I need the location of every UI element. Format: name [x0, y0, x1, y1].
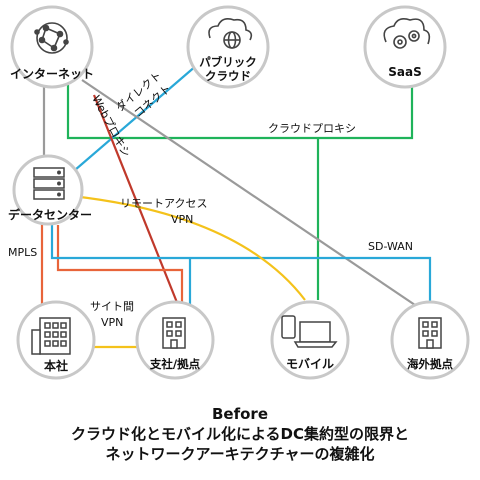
node-saas: SaaS [363, 5, 447, 89]
caption-line-3: ネットワークアーキテクチャーの複雑化 [105, 445, 375, 463]
network-diagram: インターネット パブリック クラウド SaaS データセンター [8, 5, 470, 380]
site-vpn-label-1: サイト間 [90, 300, 134, 313]
sdwan-label: SD-WAN [368, 240, 413, 253]
node-public-cloud: パブリック クラウド [186, 5, 270, 89]
node-datacenter: データセンター [8, 154, 92, 226]
mobile-label: モバイル [286, 357, 334, 371]
saas-label: SaaS [388, 65, 421, 79]
hq-label: 本社 [44, 358, 68, 373]
remote-vpn-line [71, 194, 306, 301]
site-vpn-label-2: VPN [101, 316, 123, 329]
internet-overseas-line [81, 79, 416, 306]
cloud-globe-icon [208, 18, 253, 49]
branch-label: 支社/拠点 [149, 357, 201, 371]
caption-line-2: クラウド化とモバイル化によるDC集約型の限界と [70, 425, 409, 443]
public-cloud-label-1: パブリック [199, 55, 257, 69]
cloud-proxy-line [66, 78, 414, 140]
mpls-line-branch [56, 225, 184, 305]
diagram-caption: Before クラウド化とモバイル化によるDC集約型の限界と ネットワークアーキ… [0, 404, 480, 464]
cloud-proxy-label: クラウドプロキシ [268, 122, 356, 135]
cloud-gears-icon [383, 18, 431, 49]
devices-icon [281, 315, 338, 348]
public-cloud-label-2: クラウド [205, 69, 251, 83]
node-hq: 本社 [16, 300, 96, 380]
building-small-icon [418, 317, 442, 349]
connection-lines [40, 64, 432, 349]
datacenter-label: データセンター [8, 207, 92, 222]
building-small-icon [162, 317, 186, 349]
building-large-icon [31, 317, 71, 355]
remote-vpn-label-1: リモートアクセス [120, 197, 207, 210]
internet-icon [34, 22, 69, 54]
node-internet: インターネット [10, 5, 94, 89]
node-branch: 支社/拠点 [135, 300, 215, 380]
overseas-label: 海外拠点 [407, 357, 453, 371]
server-rack-icon [33, 167, 65, 200]
remote-vpn-label-2: VPN [171, 213, 193, 226]
internet-label: インターネット [10, 67, 94, 81]
node-overseas: 海外拠点 [390, 300, 470, 380]
sdwan-line [50, 225, 432, 305]
caption-line-1: Before [211, 405, 268, 423]
node-mobile: モバイル [270, 300, 350, 380]
mpls-label: MPLS [8, 246, 37, 259]
